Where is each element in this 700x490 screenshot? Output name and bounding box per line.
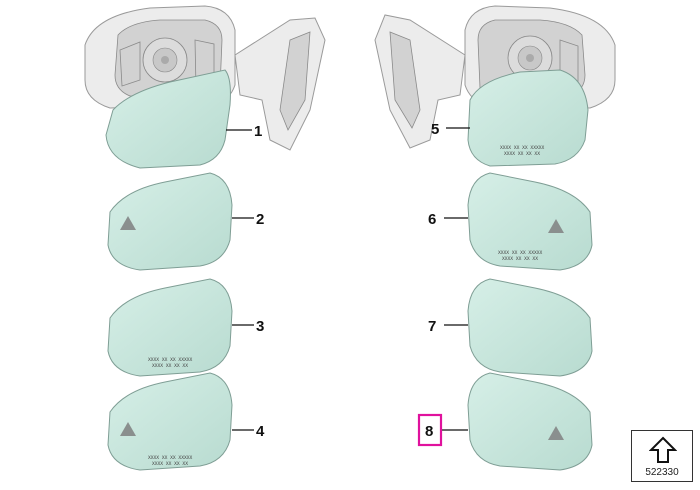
part-number-6: 6 bbox=[428, 211, 436, 228]
glass-part-3 bbox=[107, 278, 233, 377]
glass-part-5 bbox=[467, 69, 589, 167]
glass-part-7 bbox=[467, 278, 593, 377]
etching-3-line1: XXXX XX XX XXXXX bbox=[148, 357, 192, 363]
blind-spot-triangle-icon bbox=[120, 422, 136, 436]
etching-4-line2: XXXX XX XX XX bbox=[152, 461, 188, 467]
blind-spot-triangle-icon bbox=[120, 216, 136, 230]
glass-part-2 bbox=[107, 172, 233, 271]
part-number-1: 1 bbox=[254, 123, 262, 140]
part-number-5: 5 bbox=[431, 121, 439, 138]
etching-5-line2: XXXX XX XX XX bbox=[504, 151, 540, 157]
etching-3-line2: XXXX XX XX XX bbox=[152, 363, 188, 369]
etching-5-line1: XXXX XX XX XXXXX bbox=[500, 145, 544, 151]
diagram-id: 522330 bbox=[645, 467, 679, 478]
glass-part-4 bbox=[107, 372, 233, 471]
etching-6-line1: XXXX XX XX XXXXX bbox=[498, 250, 542, 256]
part-8-highlight-box bbox=[417, 413, 443, 447]
etching-6-line2: XXXX XX XX XX bbox=[502, 256, 538, 262]
part-number-2: 2 bbox=[256, 211, 264, 228]
part-number-8[interactable]: 8 bbox=[425, 423, 433, 440]
diagram-id-badge: 522330 bbox=[631, 430, 693, 482]
glass-part-1 bbox=[105, 69, 231, 169]
glass-part-6 bbox=[467, 172, 593, 271]
part-number-4: 4 bbox=[256, 423, 265, 440]
part-number-3: 3 bbox=[256, 318, 264, 335]
blind-spot-triangle-icon bbox=[548, 426, 564, 440]
etching-4-line1: XXXX XX XX XXXXX bbox=[148, 455, 192, 461]
blind-spot-triangle-icon bbox=[548, 219, 564, 233]
part-number-7: 7 bbox=[428, 318, 436, 335]
arrow-up-house-icon bbox=[649, 436, 677, 463]
glass-part-8 bbox=[467, 372, 593, 471]
